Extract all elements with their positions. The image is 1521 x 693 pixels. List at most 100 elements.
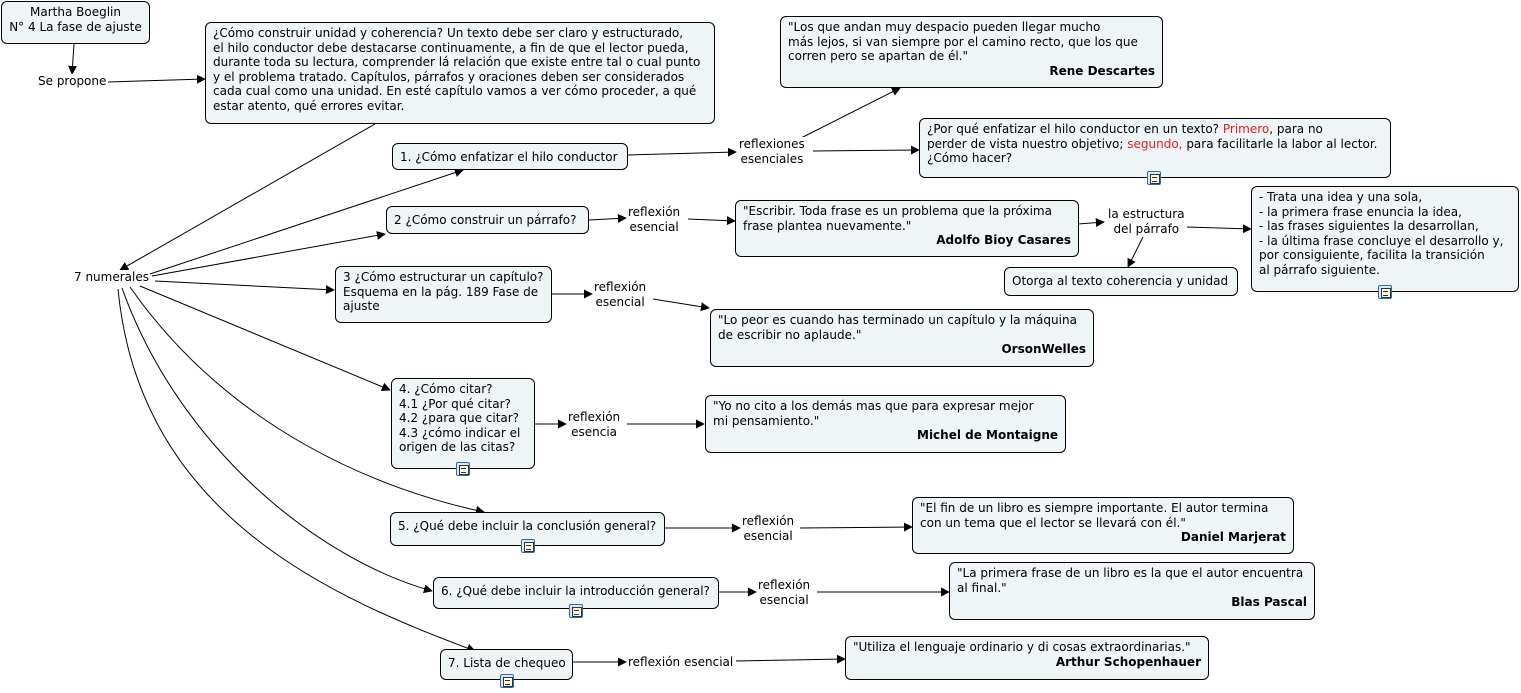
link-text: esencial [595, 294, 645, 309]
link-text: reflexión [594, 280, 647, 294]
line-numerales-n5 [129, 286, 485, 515]
intro-line: cada cual como una unidad. En esté capít… [213, 84, 697, 98]
link-reflexion-esencial-6[interactable]: reflexión esencial [758, 578, 811, 607]
hilo-red-text: Primero [1222, 122, 1270, 136]
quote-line: "La primera frase de un libro es la que … [957, 566, 1304, 580]
link-text: reflexión [628, 205, 681, 219]
quote-author: OrsonWelles [1001, 342, 1086, 356]
link-reflexion-esencial-2[interactable]: reflexión esencial [628, 205, 681, 234]
quote-bioy-casares[interactable]: "Escribir. Toda frase es un problema que… [735, 200, 1079, 257]
numeral-3[interactable]: 3 ¿Cómo estructurar un capítulo? Esquema… [335, 266, 552, 323]
line-n2-reflexion [588, 213, 627, 223]
link-text: del párrafo [1113, 221, 1180, 236]
quote-pascal[interactable]: "La primera frase de un libro es la que … [949, 562, 1315, 620]
numeral-2[interactable]: 2 ¿Cómo construir un párrafo? [386, 206, 589, 234]
quote-line: frase plantea nuevamente." [743, 218, 912, 233]
quote-author: Michel de Montaigne [917, 428, 1058, 442]
link-text: esencial [743, 528, 793, 543]
line-numerales-n1 [149, 168, 464, 275]
document-icon[interactable] [569, 604, 583, 618]
link-text: esencia [571, 424, 618, 439]
link-text: reflexión [742, 514, 795, 528]
quote-line: al final." [957, 580, 1007, 595]
link-reflexion-esencial-5[interactable]: reflexión esencial [742, 514, 795, 543]
numeral-line: 4.2 ¿para que citar? [399, 411, 520, 425]
line-reflexiones-descartes [800, 87, 901, 139]
quote-line: "Utiliza el lenguaje ordinario y di cosa… [853, 640, 1191, 654]
document-icon[interactable] [1147, 171, 1161, 185]
line-n1-reflexiones [627, 147, 737, 157]
hilo-text: ¿Por qué enfatizar el hilo conductor en … [927, 122, 1223, 136]
hilo-line-3: ¿Cómo hacer? [927, 151, 1013, 165]
numeral-line: 4.1 ¿Por qué citar? [399, 396, 511, 411]
quote-line: "Lo peor es cuando has terminado un capí… [718, 313, 1077, 327]
quote-descartes[interactable]: "Los que andan muy despacio pueden llega… [780, 16, 1163, 88]
line-numerales-n7 [117, 288, 476, 653]
line-sepropone-intro [107, 74, 206, 84]
quote-orson-welles[interactable]: "Lo peor es cuando has terminado un capí… [710, 309, 1094, 367]
quote-line: mi pensamiento." [713, 413, 820, 428]
quote-montaigne[interactable]: "Yo no cito a los demás mas que para exp… [705, 395, 1066, 453]
note-coherencia[interactable]: Otorga al texto coherencia y unidad [1004, 267, 1238, 296]
intro-line: y el problema tratado. Capítulos, párraf… [213, 69, 685, 84]
numeral-line: 3 ¿Cómo estructurar un capítulo? [343, 270, 544, 284]
intro-line: durante toda su lectura, comprender lá r… [213, 55, 701, 69]
line-bioy-estructura [1077, 218, 1105, 228]
hilo-text: perder de vista nuestro objetivo; [927, 136, 1128, 151]
numeral-line: 4.3 ¿cómo indicar el [399, 425, 521, 440]
link-text: esencial [759, 592, 809, 607]
line-reflexion-schopenhauer [735, 654, 846, 664]
link-estructura-parrafo[interactable]: la estructura del párrafo [1108, 207, 1185, 236]
link-text: reflexiones [739, 137, 805, 151]
line-reflexion-welles [652, 298, 710, 312]
numeral-line: origen de las citas? [399, 440, 516, 454]
document-icon[interactable] [500, 674, 514, 688]
intro-node[interactable]: ¿Cómo construir unidad y coherencia? Un … [205, 22, 715, 124]
link-7-numerales[interactable]: 7 numerales [74, 270, 149, 285]
quote-line: "El fin de un libro es siempre important… [920, 501, 1269, 515]
numeral-7[interactable]: 7. Lista de chequeo [440, 649, 573, 680]
quote-line: corren pero se apartan de él." [788, 49, 969, 63]
link-reflexion-esencial-7[interactable]: reflexión esencial [628, 655, 734, 670]
intro-line: el hilo conductor debe destacarse contin… [213, 40, 689, 55]
root-node[interactable]: Martha Boeglin N° 4 La fase de ajuste [1, 1, 150, 44]
line-root-sepropone [68, 43, 78, 75]
quote-marjerat[interactable]: "El fin de un libro es siempre important… [912, 497, 1294, 554]
root-title: Martha Boeglin [30, 5, 121, 19]
quote-author: Adolfo Bioy Casares [936, 233, 1071, 247]
quote-author: Blas Pascal [1231, 595, 1307, 609]
document-icon[interactable] [1378, 285, 1392, 299]
intro-line: ¿Cómo construir unidad y coherencia? Un … [213, 26, 684, 40]
quote-schopenhauer[interactable]: "Utiliza el lenguaje ordinario y di cosa… [845, 636, 1209, 680]
quote-line: con un tema que el lector se llevará con… [920, 515, 1186, 530]
hilo-text: , para no [1269, 122, 1323, 136]
numeral-line: ajuste [343, 299, 380, 313]
link-reflexion-esencial-3[interactable]: reflexión esencial [594, 280, 647, 309]
idea-line: - la última frase concluye el desarrollo… [1259, 233, 1504, 248]
link-se-propone[interactable]: Se propone [38, 74, 107, 89]
document-icon[interactable] [456, 462, 470, 476]
line-reflexion-marjerat [799, 522, 913, 532]
line-estructura-idea [1186, 224, 1252, 234]
document-icon[interactable] [521, 539, 535, 553]
line-numerales-n4 [139, 285, 391, 392]
line-numerales-n3 [154, 280, 335, 295]
note-hilo-conductor[interactable]: ¿Por qué enfatizar el hilo conductor en … [919, 118, 1391, 178]
quote-author: Arthur Schopenhauer [1055, 654, 1201, 669]
line-numerales-n2 [151, 231, 386, 277]
link-text: reflexión [568, 410, 621, 424]
line-reflexiones-hilo [812, 145, 920, 155]
link-reflexion-esencia-4[interactable]: reflexión esencia [568, 410, 621, 439]
hilo-line-1: ¿Por qué enfatizar el hilo conductor en … [927, 122, 1383, 137]
quote-author: Rene Descartes [1049, 63, 1155, 78]
numeral-1[interactable]: 1. ¿Cómo enfatizar el hilo conductor [392, 143, 628, 170]
note-parrafo-idea[interactable]: - Trata una idea y una sola, - la primer… [1251, 186, 1519, 292]
numeral-5[interactable]: 5. ¿Qué debe incluir la conclusión gener… [390, 512, 665, 546]
quote-line: "Los que andan muy despacio pueden llega… [788, 20, 1101, 34]
numeral-4[interactable]: 4. ¿Cómo citar? 4.1 ¿Por qué citar? 4.2 … [391, 378, 535, 469]
idea-line: - las frases siguientes la desarrollan, [1259, 219, 1479, 233]
link-text: reflexión [758, 578, 811, 592]
link-reflexiones-esenciales[interactable]: reflexiones esenciales [739, 137, 805, 166]
idea-line: - la primera frase enuncia la idea, [1259, 204, 1462, 219]
